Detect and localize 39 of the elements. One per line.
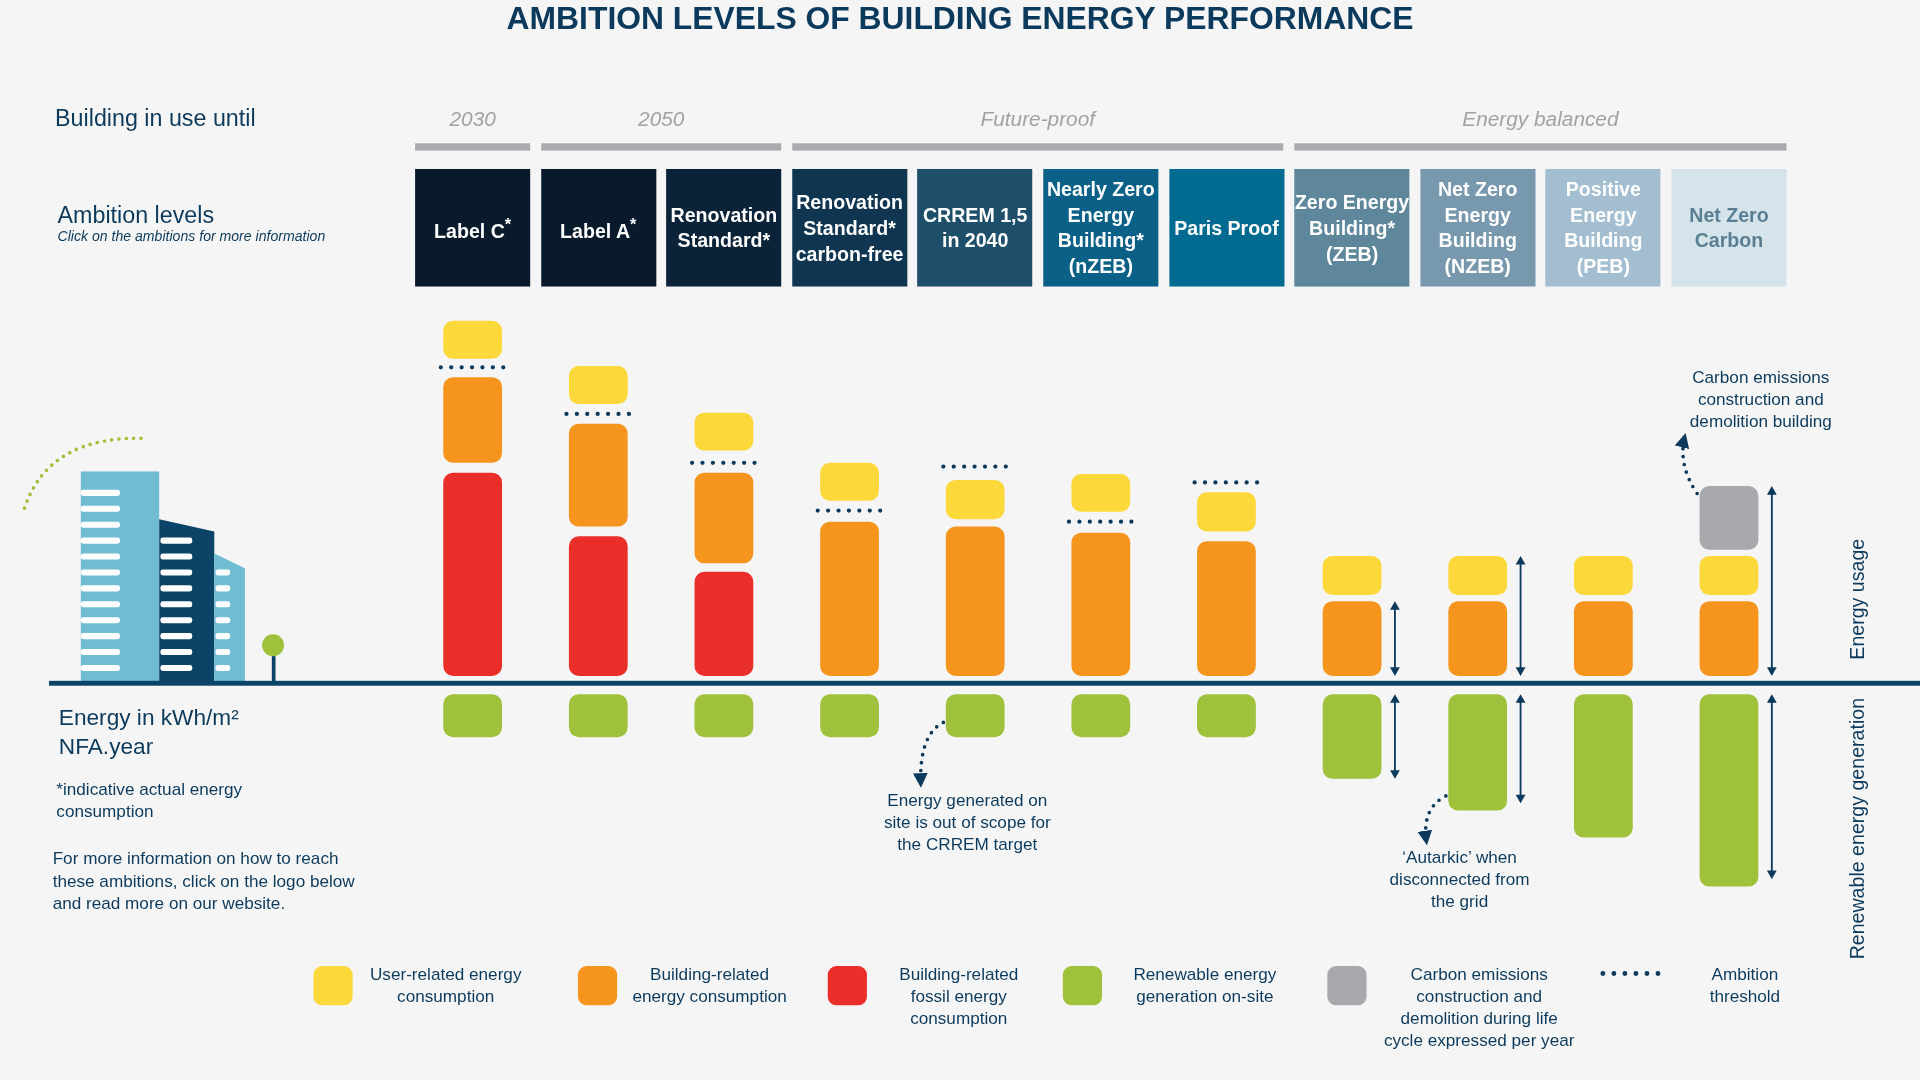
- title: AMBITION LEVELS OF BUILDING ENERGY PERFORMANCE: [506, 0, 1414, 37]
- callout-text: Carbon emissions construction and demolition building: [1675, 366, 1847, 433]
- footnote-text: *indicative actual energy consumption: [56, 778, 243, 821]
- legend-label: User-related energy consumption: [368, 962, 523, 1007]
- carbon-emissions-bar: [1699, 486, 1759, 550]
- row-heading: Ambition levels: [57, 202, 214, 228]
- group-label: 2050: [638, 107, 685, 131]
- legend-label: Building-related fossil energy consumption: [898, 962, 1020, 1029]
- legend-label: Ambition threshold: [1708, 962, 1782, 1007]
- dotted-arrow: [1675, 433, 1699, 496]
- ambition-button: Renovation Standard*: [666, 169, 782, 287]
- ambition-button: Net Zero Energy Building (NZEB): [1420, 169, 1536, 287]
- ambition-button: Nearly Zero Energy Building* (nZEB): [1043, 169, 1159, 287]
- group-label: Energy balanced: [1462, 107, 1619, 131]
- group-label: 2030: [449, 107, 496, 131]
- ambition-button: CRREM 1,5 in 2040: [917, 169, 1033, 287]
- ambition-button: Zero Energy Building* (ZEB): [1294, 169, 1410, 287]
- axis-label: Renewable energy generation: [1846, 697, 1868, 960]
- hint-text: Click on the ambitions for more information: [57, 229, 326, 244]
- row-heading: Building in use until: [55, 105, 256, 131]
- ambition-button: Paris Proof: [1168, 169, 1284, 287]
- axis-label: Energy usage: [1846, 538, 1868, 660]
- unit-label: Energy in kWh/m² NFA.year: [58, 704, 239, 760]
- dotted-arrow: [1417, 794, 1448, 846]
- legend-label: Carbon emissions construction and demolition during life cycle expressed per year: [1382, 962, 1576, 1051]
- ambition-button: Renovation Standard* carbon-free: [792, 169, 908, 287]
- legend-label: Building-related energy consumption: [631, 962, 788, 1007]
- ambition-button: Positive Energy Building (PEB): [1545, 169, 1661, 287]
- ambition-button: Net Zero Carbon: [1671, 169, 1787, 287]
- ambition-button: Label C$^{*}$: [415, 169, 531, 287]
- group-label: Future-proof: [980, 107, 1095, 131]
- callout-text: Energy generated on site is out of scope for the CRREM target: [871, 788, 1063, 855]
- renewable-energy-bar: [1448, 694, 1508, 811]
- dotted-arrow: [913, 720, 946, 788]
- callout-text: ‘Autarkic’ when disconnected from the grid: [1377, 846, 1542, 913]
- note-text: For more information on how to reach these ambitions, click on the logo below and read more on our website.: [52, 848, 355, 913]
- legend-label: Renewable energy generation on-site: [1132, 962, 1278, 1007]
- renewable-energy-bar: [945, 694, 1005, 738]
- ambition-button: Label A$^{*}$: [540, 169, 656, 287]
